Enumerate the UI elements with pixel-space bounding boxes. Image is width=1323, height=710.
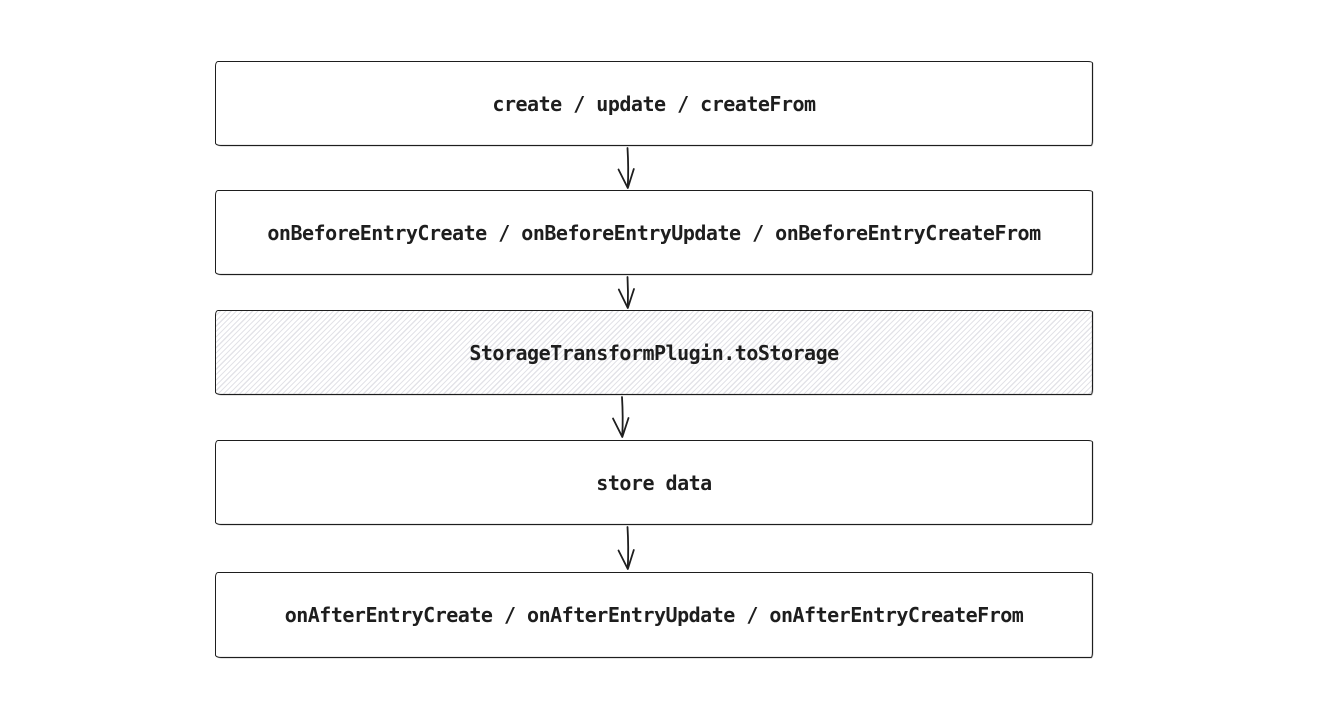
node-onbefore-hooks: onBeforeEntryCreate / onBeforeEntryUpdat…: [215, 190, 1093, 275]
node-label: StorageTransformPlugin.toStorage: [469, 340, 839, 365]
arrow-store-to-onafter: [617, 526, 635, 570]
arrow-tostorage-to-store: [612, 396, 630, 438]
arrow-onbefore-to-tostorage: [617, 276, 635, 309]
node-label: onAfterEntryCreate / onAfterEntryUpdate …: [284, 603, 1024, 627]
arrow-create-to-onbefore: [617, 147, 635, 189]
node-label: onBeforeEntryCreate / onBeforeEntryUpdat…: [267, 220, 1041, 245]
node-label: store data: [596, 470, 712, 495]
node-label: create / update / createFrom: [492, 91, 816, 116]
node-onafter-hooks: onAfterEntryCreate / onAfterEntryUpdate …: [215, 572, 1093, 658]
node-store-data: store data: [215, 440, 1093, 525]
node-create-update-createfrom: create / update / createFrom: [215, 61, 1093, 146]
node-storage-transform-plugin: StorageTransformPlugin.toStorage: [215, 310, 1093, 395]
